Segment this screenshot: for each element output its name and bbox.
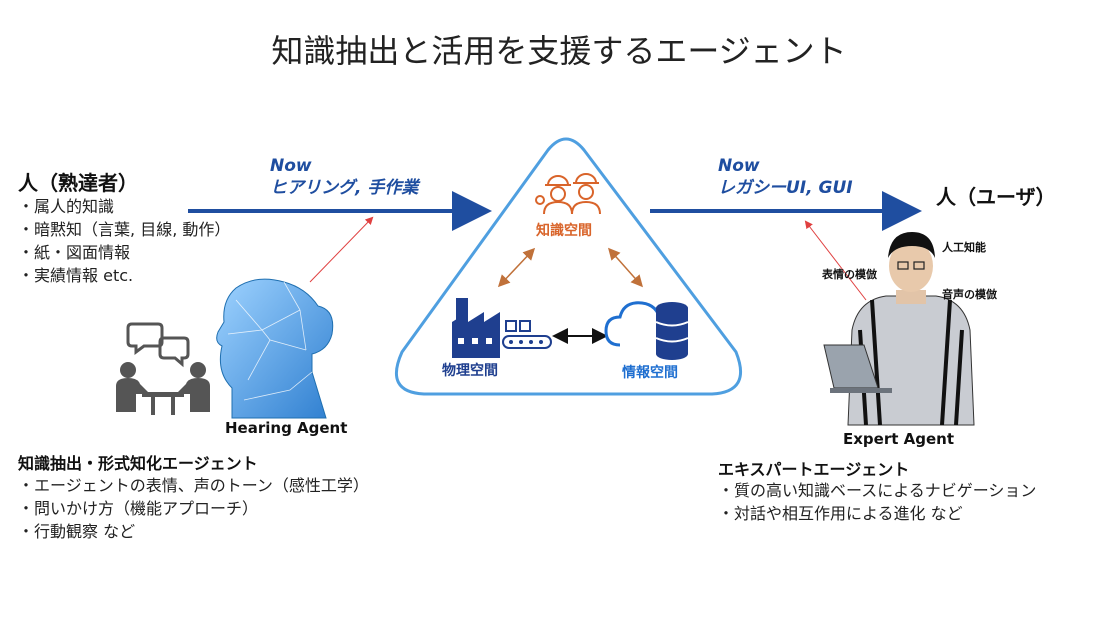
list-item: 行動観察 など xyxy=(18,520,369,543)
extraction-agent-list: エージェントの表情、声のトーン（感性工学） 問いかけ方（機能アプローチ） 行動観… xyxy=(18,474,369,543)
left-now-text: ヒアリング, 手作業 xyxy=(270,178,419,198)
list-item: 対話や相互作用による進化 など xyxy=(718,502,1036,525)
annotation-voice-mimic: 音声の模倣 xyxy=(942,288,997,301)
expert-agent-pointer xyxy=(804,220,867,301)
expert-agent-label: Expert Agent xyxy=(843,430,954,448)
expert-agent-heading: エキスパートエージェント xyxy=(718,460,910,479)
knowledge-space-label: 知識空間 xyxy=(536,223,592,239)
meeting-icon xyxy=(116,322,210,415)
workers-icon xyxy=(535,173,601,215)
knowledge-physical-arrow xyxy=(497,247,536,288)
annotation-ai: 人工知能 xyxy=(942,241,986,254)
page-title: 知識抽出と活用を支援するエージェント xyxy=(271,32,847,70)
space-triangle xyxy=(394,137,742,396)
extraction-agent-heading: 知識抽出・形式知化エージェント xyxy=(18,454,258,473)
hearing-agent-label: Hearing Agent xyxy=(225,419,348,437)
right-now-text: レガシーUI, GUI xyxy=(718,178,853,198)
list-item: 質の高い知識ベースによるナビゲーション xyxy=(718,479,1036,502)
list-item: 紙・図面情報 xyxy=(18,241,230,264)
hearing-agent-pointer xyxy=(309,216,374,283)
factory-icon xyxy=(452,298,552,358)
hearing-agent-head-icon xyxy=(216,278,334,419)
expert-agent-figure-icon xyxy=(823,232,975,426)
expert-agent-list: 質の高い知識ベースによるナビゲーション 対話や相互作用による進化 など xyxy=(718,479,1036,525)
left-now-label: Now xyxy=(270,156,312,176)
left-knowledge-list: 属人的知識 暗黙知（言葉, 目線, 動作） 紙・図面情報 実績情報 etc. xyxy=(18,195,230,287)
list-item: 問いかけ方（機能アプローチ） xyxy=(18,497,369,520)
physical-space-label: 物理空間 xyxy=(442,363,498,379)
info-space-label: 情報空間 xyxy=(622,365,678,381)
right-now-label: Now xyxy=(718,156,760,176)
list-item: 実績情報 etc. xyxy=(18,264,230,287)
list-item: 属人的知識 xyxy=(18,195,230,218)
annotation-face-mimic: 表情の模倣 xyxy=(822,268,877,281)
knowledge-info-arrow xyxy=(608,247,643,288)
cloud-database-icon xyxy=(604,301,689,360)
right-person-heading: 人（ユーザ） xyxy=(936,185,1056,209)
list-item: 暗黙知（言葉, 目線, 動作） xyxy=(18,218,230,241)
list-item: エージェントの表情、声のトーン（感性工学） xyxy=(18,474,369,497)
left-person-heading: 人（熟達者） xyxy=(18,171,138,195)
